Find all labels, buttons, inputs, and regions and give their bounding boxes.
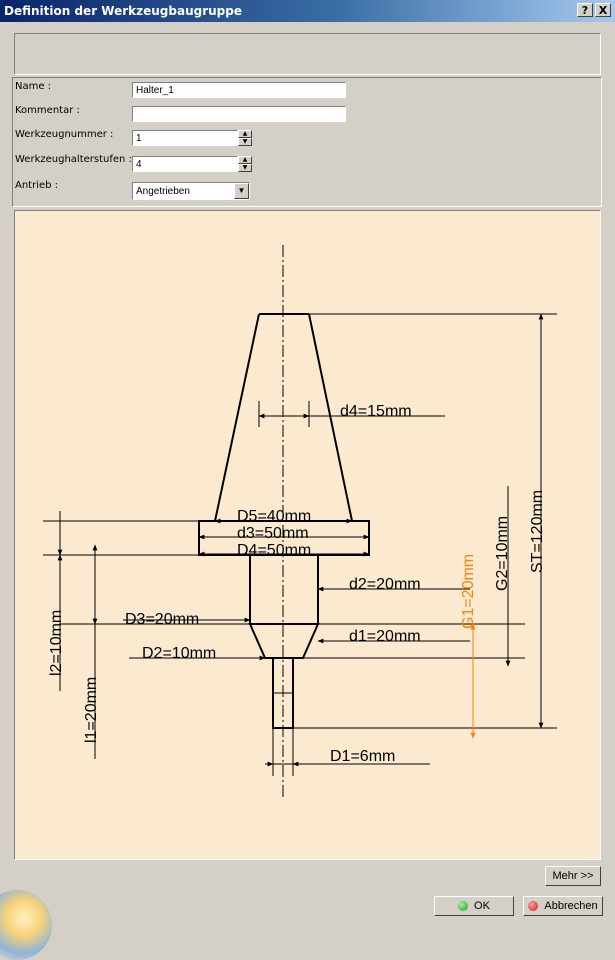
close-button[interactable]: X	[595, 3, 611, 17]
holder-cone	[214, 313, 353, 522]
kommentar-label: Kommentar :	[15, 105, 80, 116]
spin-down-icon[interactable]: ▼	[238, 138, 252, 146]
ok-icon	[458, 901, 469, 912]
label-D3: D3=20mm	[125, 611, 199, 628]
cancel-icon	[528, 901, 539, 912]
label-G2: G2=10mm	[494, 516, 511, 591]
label-l1: l1=20mm	[83, 677, 100, 743]
abbrechen-button[interactable]: Abbrechen	[523, 896, 603, 916]
werkzeughalterstufen-label: Werkzeughalterstufen :	[15, 154, 132, 165]
tool-assembly-diagram: d4=15mm D5=40mm d3=50mm D4=50mm d2=20mm …	[14, 210, 601, 860]
mehr-button[interactable]: Mehr >>	[545, 866, 601, 886]
label-ST: ST=120mm	[529, 490, 546, 573]
holder-body	[249, 554, 319, 625]
antrieb-select[interactable]: Angetrieben ▼	[132, 182, 250, 200]
header-banner	[14, 33, 601, 75]
ok-button[interactable]: OK	[434, 896, 514, 916]
werkzeughalterstufen-spinner[interactable]: ▲ ▼	[238, 156, 252, 172]
spin-up-icon[interactable]: ▲	[238, 156, 252, 164]
label-D1: D1=6mm	[330, 748, 395, 765]
label-d1: d1=20mm	[349, 628, 421, 645]
chevron-down-icon[interactable]: ▼	[234, 183, 249, 199]
label-G1: G1=20mm	[460, 554, 477, 629]
werkzeugnummer-spinner[interactable]: ▲ ▼	[238, 130, 252, 146]
label-d4: d4=15mm	[340, 403, 412, 420]
abbrechen-label: Abbrechen	[544, 900, 598, 912]
help-button[interactable]: ?	[577, 3, 593, 17]
label-l2: l2=10mm	[48, 610, 65, 676]
properties-form: Name : Halter_1 Kommentar : Werkzeugnumm…	[12, 77, 602, 207]
spin-up-icon[interactable]: ▲	[238, 130, 252, 138]
decorative-orb	[0, 890, 52, 960]
window-title: Definition der Werkzeugbaugruppe	[4, 4, 242, 18]
label-D2: D2=10mm	[142, 645, 216, 662]
name-label: Name :	[15, 81, 52, 92]
ok-label: OK	[474, 900, 490, 912]
werkzeughalterstufen-input[interactable]: 4	[132, 156, 238, 172]
label-d2: d2=20mm	[349, 576, 421, 593]
holder-taper	[248, 623, 320, 659]
antrieb-label: Antrieb :	[15, 180, 59, 191]
label-d3: d3=50mm	[237, 525, 309, 542]
werkzeugnummer-input[interactable]: 1	[132, 130, 238, 146]
title-bar: Definition der Werkzeugbaugruppe ? X	[0, 0, 615, 22]
antrieb-value: Angetrieben	[136, 186, 190, 197]
kommentar-input[interactable]	[132, 106, 346, 122]
label-D5: D5=40mm	[237, 508, 311, 525]
werkzeugnummer-label: Werkzeugnummer :	[15, 129, 114, 140]
diagram-canvas: d4=15mm D5=40mm d3=50mm D4=50mm d2=20mm …	[43, 245, 557, 799]
name-input[interactable]: Halter_1	[132, 82, 346, 98]
spin-down-icon[interactable]: ▼	[238, 164, 252, 172]
label-D4: D4=50mm	[237, 542, 311, 559]
